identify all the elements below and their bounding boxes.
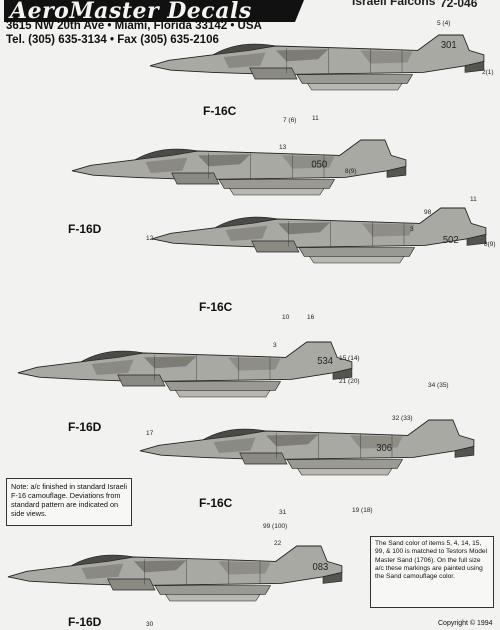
callout: 30	[146, 621, 154, 628]
address-line: 3615 NW 20th Ave • Miami, Florida 33142 …	[6, 20, 262, 32]
aircraft-5-profile: 306	[139, 419, 475, 476]
callout: 34 (35)	[428, 382, 449, 389]
phone-line: Tel. (305) 635-3134 • Fax (305) 635-2106	[6, 34, 219, 46]
aircraft-4-label: F-16D	[68, 420, 102, 434]
callout: 17	[146, 430, 154, 437]
aircraft-5-label: F-16C	[199, 496, 233, 510]
callout: 99 (100)	[263, 523, 288, 530]
callout: 13	[279, 144, 287, 151]
series-code: 72-046	[440, 0, 478, 10]
callout: 3	[273, 342, 277, 349]
aircraft-6-tail-number: 083	[313, 562, 329, 573]
aircraft-2-profile: 050	[71, 139, 407, 196]
aircraft-5-tail-number: 306	[376, 443, 392, 454]
aircraft-3-profile: 502	[151, 207, 487, 264]
copyright: Copyright © 1994	[438, 620, 493, 627]
callout: 10	[282, 314, 290, 321]
callout: 8(9)	[345, 168, 357, 175]
series-title: Israeli Falcons	[352, 0, 436, 8]
aircraft-3-label: F-16C	[199, 300, 233, 314]
callout: 98	[424, 209, 432, 216]
callout: 22	[274, 540, 282, 547]
callout: 3	[410, 226, 414, 233]
aircraft-3-tail-number: 502	[443, 235, 459, 246]
aircraft-6-profile: 083	[7, 545, 343, 602]
sand-color-note: The Sand color of items 5, 4, 14, 15, 99…	[370, 536, 494, 608]
callout: 21 (20)	[339, 378, 360, 385]
callout: 19 (18)	[352, 507, 373, 514]
callout: 2(1)	[482, 69, 494, 76]
callout: 12	[146, 235, 154, 242]
aircraft-2-label: F-16D	[68, 222, 102, 236]
callout: 15 (14)	[339, 355, 360, 362]
callout: 5 (4)	[437, 20, 451, 27]
aircraft-2-tail-number: 050	[311, 159, 327, 170]
brand-logo: AeroMaster Decals	[4, 0, 304, 22]
callout: 16	[307, 314, 315, 321]
callout: 7 (6)	[283, 117, 297, 124]
aircraft-4-tail-number: 534	[317, 356, 333, 367]
aircraft-1-profile: 301	[149, 34, 485, 91]
callout: 31	[279, 509, 287, 516]
camouflage-note: Note: a/c finished in standard Israeli F…	[6, 478, 132, 526]
aircraft-6-label: F-16D	[68, 615, 102, 629]
aircraft-4-profile: 534	[17, 341, 353, 398]
callout: 32 (33)	[392, 415, 413, 422]
callout: 11	[312, 115, 319, 122]
aircraft-1-label: F-16C	[203, 104, 237, 118]
callout: 8(9)	[484, 241, 496, 248]
aircraft-1-tail-number: 301	[441, 40, 457, 51]
callout: 11	[470, 196, 477, 203]
